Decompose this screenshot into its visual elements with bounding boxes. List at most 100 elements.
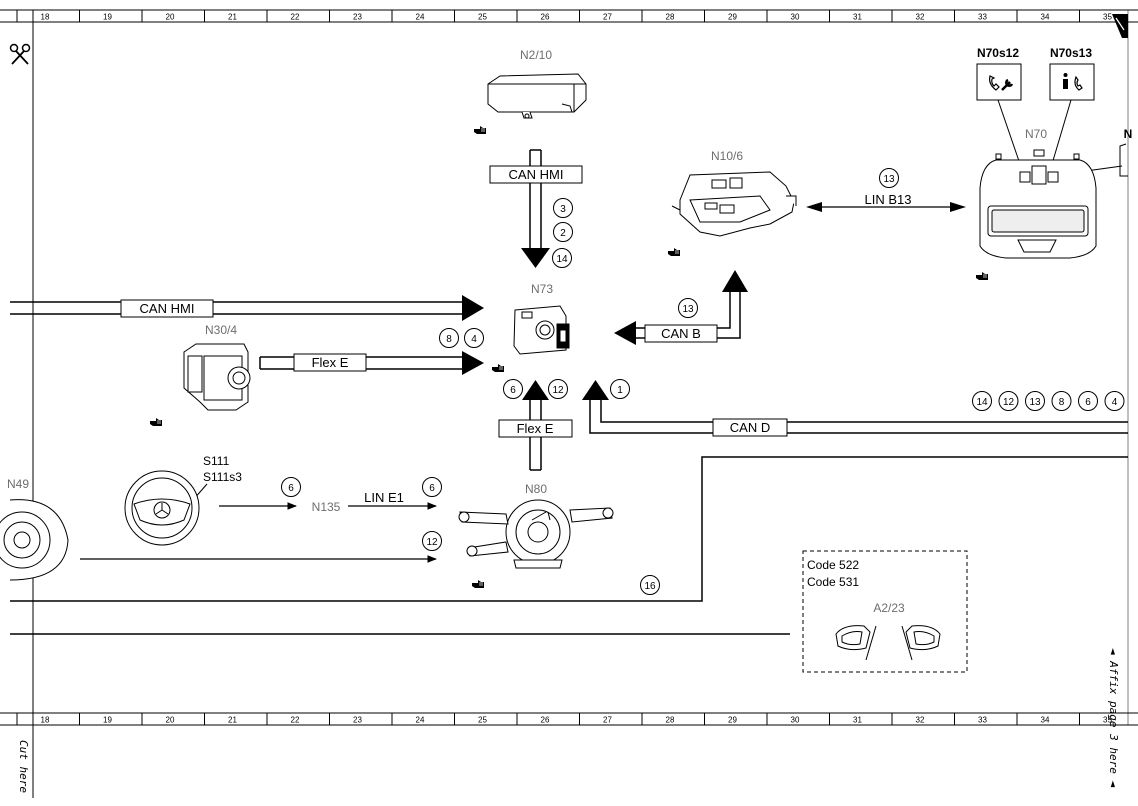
ruler-number: 27 bbox=[603, 13, 612, 22]
circle-12-n73: 12 bbox=[548, 379, 568, 399]
can-hmi-left-label: CAN HMI bbox=[140, 301, 195, 316]
ruler-number: 35 bbox=[1103, 13, 1112, 22]
circle-marker bbox=[1025, 391, 1045, 411]
n10-6-module bbox=[671, 171, 797, 237]
n30-4-camera bbox=[183, 343, 251, 411]
n49-module bbox=[0, 499, 69, 581]
page-corner-icon bbox=[1112, 14, 1128, 38]
flex-e-left-box bbox=[293, 353, 367, 372]
lin-b13-label: LIN B13 bbox=[865, 192, 912, 207]
n80-label: N80 bbox=[525, 482, 547, 496]
reference-hand-icon bbox=[473, 125, 487, 135]
a2-23-mirrors bbox=[835, 625, 941, 661]
n10-6-label: N10/6 bbox=[711, 149, 743, 163]
n70s12-leader bbox=[997, 99, 1021, 165]
n70s13-label: N70s13 bbox=[1050, 46, 1092, 60]
ruler-number: 23 bbox=[353, 716, 362, 725]
s111s3-label: S111s3 bbox=[203, 470, 242, 484]
circle-2: 2 bbox=[553, 222, 573, 242]
circle-13-lin: 13 bbox=[879, 168, 899, 188]
circle-number: 14 bbox=[976, 397, 988, 408]
ruler-number: 18 bbox=[41, 13, 50, 22]
n70s12-button bbox=[976, 63, 1022, 101]
svg-text:3: 3 bbox=[560, 204, 566, 215]
ruler-number: 24 bbox=[416, 716, 425, 725]
svg-text:6: 6 bbox=[288, 483, 294, 494]
circle-marker bbox=[998, 391, 1019, 411]
svg-text:4: 4 bbox=[471, 334, 477, 345]
ruler-number: 30 bbox=[791, 13, 800, 22]
svg-text:6: 6 bbox=[510, 385, 516, 396]
circle-6-line: 6 bbox=[422, 477, 442, 497]
ruler-number: 29 bbox=[728, 716, 737, 725]
circle-number: 6 bbox=[1085, 397, 1091, 408]
ruler-number: 32 bbox=[916, 13, 925, 22]
ruler-number: 19 bbox=[103, 716, 112, 725]
circle-number: 12 bbox=[1003, 397, 1015, 408]
svg-text:6: 6 bbox=[429, 483, 435, 494]
info-phone-icon bbox=[1063, 73, 1083, 91]
circle-number: 4 bbox=[1112, 397, 1118, 408]
n49-label: N49 bbox=[7, 477, 29, 491]
circle-1: 1 bbox=[610, 379, 630, 399]
s111-label: S111 bbox=[203, 454, 230, 468]
can-hmi-left-box bbox=[120, 299, 214, 318]
can-d-label: CAN D bbox=[730, 420, 770, 435]
line-16 bbox=[10, 456, 1128, 602]
n30-4-label: N30/4 bbox=[205, 323, 237, 337]
ruler-number: 20 bbox=[166, 716, 175, 725]
ruler-number: 28 bbox=[666, 13, 675, 22]
ruler-number: 18 bbox=[41, 716, 50, 725]
ruler-number: 21 bbox=[228, 716, 237, 725]
circle-number: 13 bbox=[1029, 397, 1041, 408]
flex-e-bottom-label: Flex E bbox=[517, 421, 554, 436]
ruler-number: 28 bbox=[666, 716, 675, 725]
can-b-label: CAN B bbox=[661, 326, 701, 341]
svg-text:16: 16 bbox=[644, 581, 656, 592]
circle-13-canb: 13 bbox=[678, 298, 698, 318]
circle-marker bbox=[1051, 391, 1072, 411]
n70-partial-box bbox=[1119, 143, 1128, 177]
ruler-number: 30 bbox=[791, 716, 800, 725]
can-d-box bbox=[712, 418, 788, 437]
code-531-label: Code 531 bbox=[807, 575, 859, 589]
svg-text:2: 2 bbox=[560, 228, 566, 239]
circle-marker bbox=[1104, 391, 1125, 411]
ruler-number: 23 bbox=[353, 13, 362, 22]
ruler-number: 33 bbox=[978, 13, 987, 22]
n73-label: N73 bbox=[531, 282, 553, 296]
circle-16: 16 bbox=[640, 575, 660, 595]
a2-23-label: A2/23 bbox=[873, 601, 905, 615]
n73-module bbox=[513, 305, 570, 355]
flex-e-bottom-box bbox=[498, 419, 573, 438]
circle-6-n73: 6 bbox=[503, 379, 523, 399]
svg-text:12: 12 bbox=[426, 537, 438, 548]
ruler-number: 32 bbox=[916, 716, 925, 725]
svg-text:1: 1 bbox=[617, 385, 623, 396]
n70s12-label: N70s12 bbox=[977, 46, 1019, 60]
ruler-number: 24 bbox=[416, 13, 425, 22]
n135-label: N135 bbox=[312, 500, 341, 514]
ruler-number: 31 bbox=[853, 716, 862, 725]
ruler-number: 31 bbox=[853, 13, 862, 22]
ruler-number: 35 bbox=[1103, 716, 1112, 725]
phone-wrench-icon bbox=[989, 75, 1014, 91]
svg-text:12: 12 bbox=[552, 385, 564, 396]
circle-marker bbox=[1078, 391, 1098, 411]
scissors-icon bbox=[9, 43, 31, 65]
circle-14: 14 bbox=[552, 248, 572, 268]
cut-here-text: Cut here bbox=[17, 740, 30, 793]
ruler-number: 26 bbox=[541, 13, 550, 22]
n80-module bbox=[458, 499, 614, 569]
circle-3: 3 bbox=[553, 198, 573, 218]
ruler-number: 26 bbox=[541, 716, 550, 725]
can-b-bus bbox=[614, 270, 748, 345]
svg-text:13: 13 bbox=[682, 304, 694, 315]
svg-text:8: 8 bbox=[446, 334, 452, 345]
circle-8: 8 bbox=[439, 328, 459, 348]
can-b-box bbox=[644, 324, 718, 343]
lin-e1-label: LIN E1 bbox=[364, 490, 404, 505]
